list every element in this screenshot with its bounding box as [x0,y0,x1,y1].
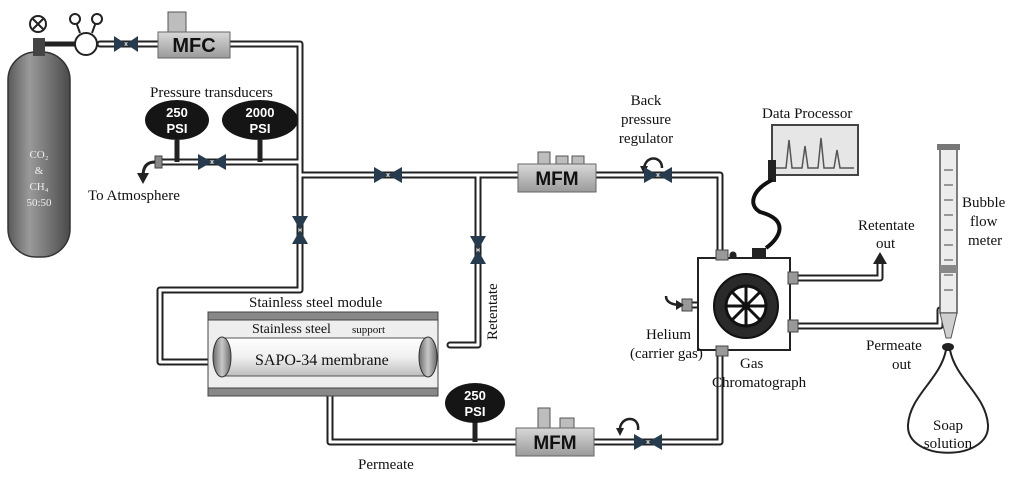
permeate-out-line-1: Permeate [866,338,922,354]
permeate-label: Permeate [358,457,414,473]
mfm-label: MFM [535,169,578,190]
soap-line-1: Soap [933,418,963,434]
pressure-gauge-250-permeate: 250 PSI [445,383,505,442]
bpr-line-1: Back [631,93,662,109]
retentate-out-arrow-icon [873,252,887,264]
retentate-label: Retentate [485,283,501,340]
mfm-label: MFM [533,433,576,454]
cylinder-line-2: & [35,165,44,177]
back-pressure-regulator-icon[interactable] [616,417,662,450]
gauge-value: 250 [166,105,188,120]
permeate-out-line-2: out [892,357,912,373]
helium-line-1: Helium [646,327,691,343]
bpr-line-2: pressure [621,112,671,128]
pressure-regulator-icon [45,13,103,56]
retentate-out-line-2: out [876,236,896,252]
gc-line-1: Gas [740,356,763,372]
vent-arrow-icon [137,155,163,184]
gauge-value: 250 [464,388,486,403]
bubble-meter-line-3: meter [968,233,1002,249]
data-processor-label: Data Processor [762,106,852,122]
mass-flow-meter-retentate: MFM [517,151,597,193]
valve-icon[interactable] [114,36,138,52]
back-pressure-regulator-icon[interactable] [640,157,672,183]
gc-line-2: Chromatograph [712,375,807,391]
bubble-meter-line-2: flow [970,214,998,230]
cylinder-line-4: 50:50 [26,197,52,209]
mfc-label: MFC [172,35,215,57]
valve-icon[interactable] [374,167,402,183]
support-label-main: Stainless steel [252,322,331,337]
retentate-out-line-1: Retentate [858,218,915,234]
pressure-gauge-2000: 2000 PSI [222,100,298,162]
gauge-value: 2000 [246,105,275,120]
valve-icon[interactable] [198,154,226,170]
membrane-module [207,311,439,397]
to-atmosphere-label: To Atmosphere [88,188,180,204]
gas-chromatograph [681,248,799,357]
mass-flow-controller: MFC [157,11,231,59]
valve-icon[interactable] [292,216,308,244]
gauge-unit: PSI [167,121,188,136]
cylinder-line-1: CO₂ [29,149,48,161]
data-processor-monitor [751,124,859,250]
mass-flow-meter-permeate: MFM [515,407,595,457]
helium-line-2: (carrier gas) [630,346,703,362]
pressure-gauge-250: 250 PSI [145,100,209,162]
gauge-unit: PSI [250,121,271,136]
bpr-line-3: regulator [619,131,673,147]
bubble-flow-meter [937,144,960,351]
bubble-meter-line-1: Bubble [962,195,1006,211]
gauge-unit: PSI [465,404,486,419]
gas-cylinder: CO₂ & CH₄ 50:50 [7,15,71,258]
support-label-sub: support [352,324,385,336]
module-label: Stainless steel module [249,295,383,311]
soap-line-2: solution [924,436,973,452]
pressure-transducers-label: Pressure transducers [150,85,273,101]
soap-bulb [906,349,990,454]
valve-icon[interactable] [470,236,486,264]
membrane-label: SAPO-34 membrane [255,352,389,369]
helium-inlet-arrow-icon [664,295,684,310]
cylinder-line-3: CH₄ [29,181,48,193]
